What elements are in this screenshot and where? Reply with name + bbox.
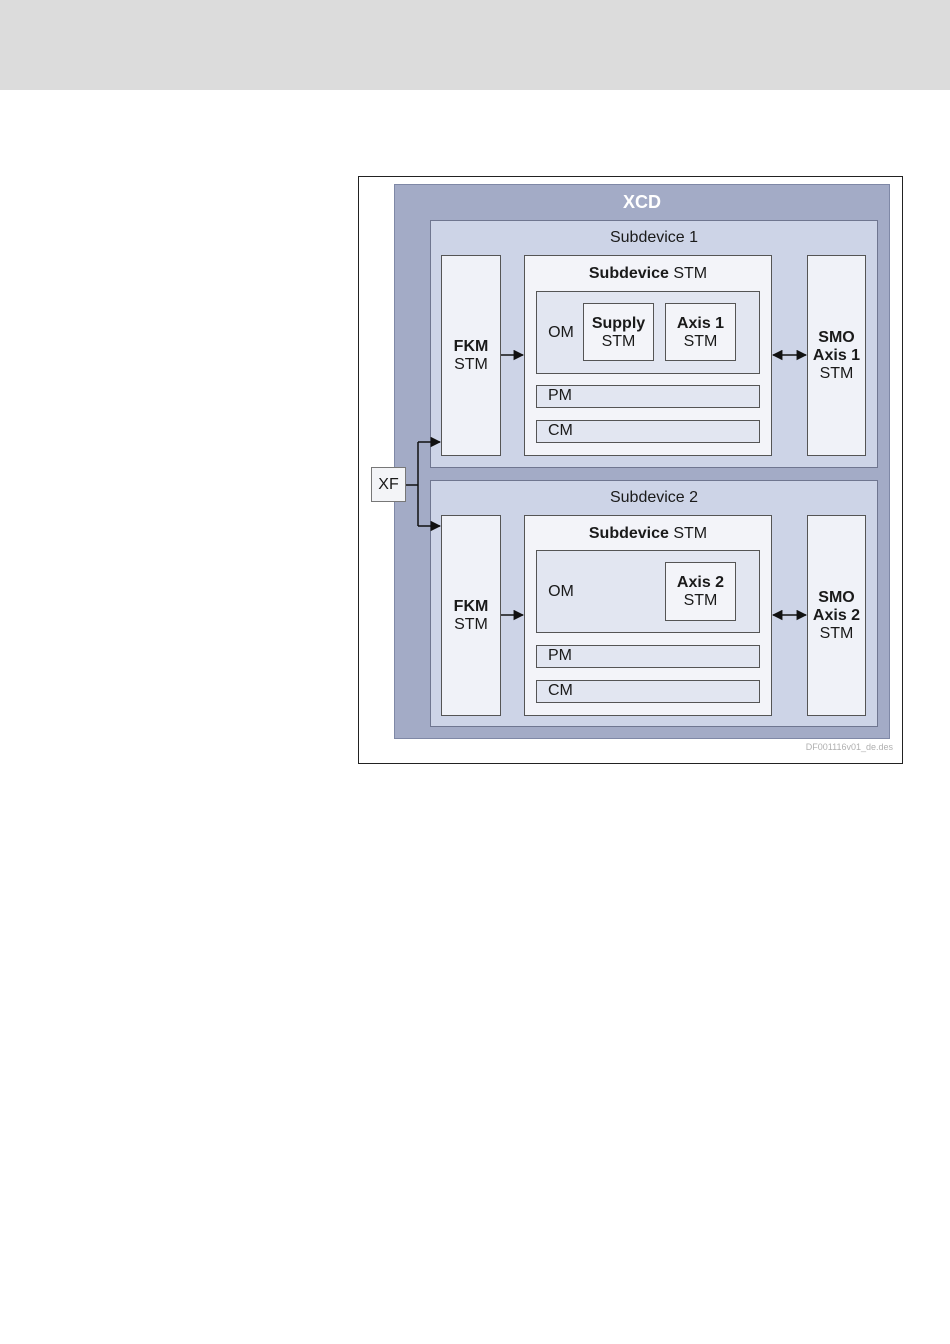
figure-file-code: DF001116v01_de.des <box>760 742 893 752</box>
xf-connector-trunk <box>406 442 418 526</box>
